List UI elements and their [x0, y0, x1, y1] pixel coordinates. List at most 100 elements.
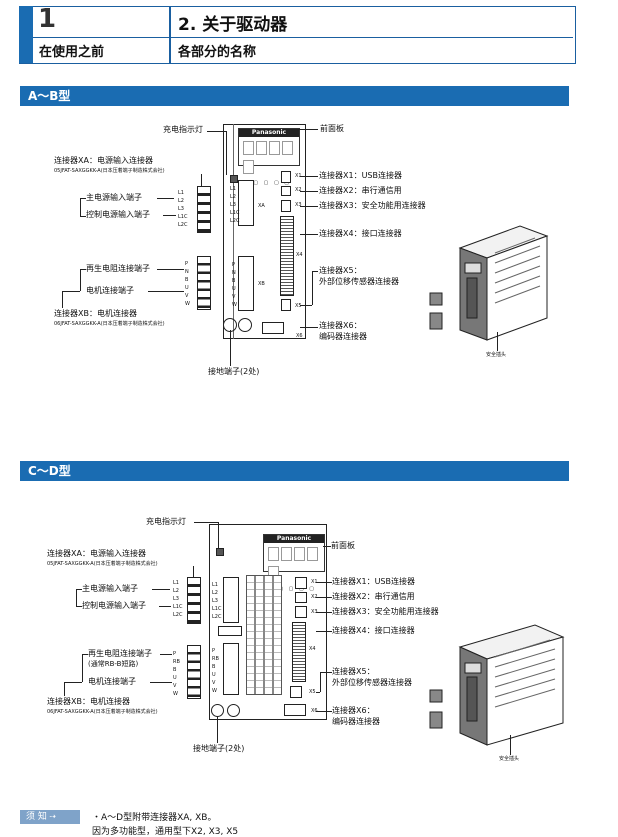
- xb-title-cd: 连接器XB：电机连接器: [47, 697, 130, 706]
- x2-label-cd: 连接器X2：串行通信用: [332, 592, 415, 601]
- xa-title-cd: 连接器XA：电源输入连接器: [47, 549, 146, 558]
- x3-label-cd: 连接器X3：安全功能用连接器: [332, 607, 439, 616]
- xa-title-ab: 连接器XA：电源输入连接器: [54, 156, 153, 165]
- connector-x2-cd: [295, 592, 307, 603]
- connector-xa-cd: [223, 577, 239, 623]
- x4-label-ab: 连接器X4：接口连接器: [319, 229, 402, 238]
- tag-xb: XB: [258, 281, 265, 287]
- xb-plug-ab: [197, 256, 211, 310]
- x5-label-a-ab: 连接器X5：: [319, 266, 362, 275]
- connector-x4-cd: [292, 622, 306, 682]
- chapter-accent: [19, 6, 33, 63]
- motor-label-ab: 电机连接端子: [86, 286, 134, 295]
- xa-plug-cd: [187, 577, 201, 624]
- tag-x5-cd: X5: [309, 689, 316, 695]
- tag-x3-ab: X3: [295, 202, 302, 208]
- main-power-label-cd: 主电源输入端子: [82, 584, 138, 593]
- xb-part-ab: 06JFAT-SAXGGKK-A(日本压着端子制造株式会社): [54, 321, 165, 327]
- regen-label-ab: 再生电阻连接端子: [86, 264, 150, 273]
- x6-label-a-ab: 连接器X6：: [319, 321, 362, 330]
- connector-x4-ab: [280, 216, 294, 296]
- x6-label-a-cd: 连接器X6：: [332, 706, 375, 715]
- connector-xa-ab: [238, 180, 254, 226]
- section-bar-cd: C～D型: [20, 461, 569, 481]
- section-title: 2. 关于驱动器: [178, 15, 288, 35]
- connector-x2-ab: [281, 186, 291, 196]
- xa-plug-ab: [197, 186, 211, 233]
- front-panel-cd: Panasonic ▢ ▢ ▢ ▢ ▢: [263, 534, 325, 592]
- x6-label-b-cd: 编码器连接器: [332, 717, 380, 726]
- xb-plug-cd: [187, 645, 201, 699]
- regen-note-cd: (通常RB-B短路): [88, 660, 139, 668]
- x5-label-b-cd: 外部位移传感器连接器: [332, 678, 412, 687]
- xa-part-ab: 05JFAT-SAXGGKK-A(日本压着端子制造株式会社): [54, 168, 165, 174]
- front-panel-ab: Panasonic ▢ ▢ ▢ ▢ ▢: [238, 128, 300, 186]
- control-power-label-cd: 控制电源输入端子: [82, 601, 146, 610]
- section-box: [169, 6, 576, 64]
- tag-xa: XA: [258, 203, 265, 209]
- tag-x1-cd: X1: [311, 579, 318, 585]
- tag-x3-cd: X3: [311, 609, 318, 615]
- tag-x5-ab: X5: [295, 303, 302, 309]
- x5-label-b-ab: 外部位移传感器连接器: [319, 277, 399, 286]
- tag-x6-ab: X6: [296, 333, 303, 339]
- section-bar-ab: A～B型: [20, 86, 569, 106]
- ground-terminal-ab-2: [238, 318, 252, 332]
- tag-x4-ab: X4: [296, 252, 303, 258]
- connector-x1-cd: [295, 577, 307, 589]
- x1-label-ab: 连接器X1：USB连接器: [319, 171, 402, 180]
- tag-x6-cd: X6: [311, 708, 318, 714]
- charge-lamp-label-ab: 充电指示灯: [163, 125, 203, 134]
- x5-label-a-cd: 连接器X5：: [332, 667, 375, 676]
- connector-x5-ab: [281, 299, 291, 311]
- tag-x4-cd: X4: [309, 646, 316, 652]
- x4-label-cd: 连接器X4：接口连接器: [332, 626, 415, 635]
- connector-x6-ab: [262, 322, 284, 334]
- ground-label-ab: 接地端子(2处): [208, 367, 260, 376]
- note-line-2: 因为多功能型，通用型下X2, X3, X5: [92, 827, 239, 837]
- brand-logo-cd: Panasonic: [264, 535, 324, 543]
- regen-label-cd: 再生电阻连接端子: [88, 649, 152, 658]
- chapter-number: 1: [38, 4, 57, 34]
- connector-xb-cd: [223, 643, 239, 695]
- tag-x2-cd: X2: [311, 594, 318, 600]
- chapter-title: 在使用之前: [39, 45, 105, 60]
- safety-plug-label-ab: 安全插头: [486, 352, 507, 358]
- xb-title-ab: 连接器XB：电机连接器: [54, 309, 137, 318]
- brand-logo: Panasonic: [239, 129, 299, 137]
- control-power-label-ab: 控制电源输入端子: [86, 210, 150, 219]
- connector-x3-ab: [281, 200, 291, 212]
- driver-ab-screw: [230, 124, 234, 339]
- x1-label-cd: 连接器X1：USB连接器: [332, 577, 415, 586]
- vent-grid-cd: [246, 575, 282, 695]
- arrow-icon: ⇢: [46, 812, 57, 821]
- note-badge: 须 知 ⇢: [20, 810, 80, 824]
- charge-lamp-ab: [230, 175, 238, 183]
- tag-x2-ab: X2: [295, 187, 302, 193]
- x3-label-ab: 连接器X3：安全功能用连接器: [319, 201, 426, 210]
- xa-mid-block-cd: [218, 626, 242, 636]
- xa-part-cd: 05JFAT-SAXGGKK-A(日本压着端子制造株式会社): [47, 561, 158, 567]
- connector-x6-cd: [284, 704, 306, 716]
- ground-label-cd: 接地端子(2处): [193, 744, 245, 753]
- connector-x1-ab: [281, 171, 291, 183]
- x6-label-b-ab: 编码器连接器: [319, 332, 367, 341]
- note-line-1: ・A～D型附带连接器XA, XB。: [92, 813, 217, 823]
- motor-label-cd: 电机连接端子: [88, 677, 136, 686]
- front-panel-label-ab: 前面板: [320, 124, 344, 133]
- ground-terminal-cd-2: [227, 704, 240, 717]
- xb-part-cd: 06JFAT-SAXGGKK-A(日本压着端子制造株式会社): [47, 709, 158, 715]
- charge-lamp-cd: [216, 548, 224, 556]
- connector-x5-cd: [290, 686, 302, 698]
- connector-xb-ab: [238, 256, 254, 311]
- section-subtitle: 各部分的名称: [178, 45, 257, 60]
- header-divider: [33, 37, 573, 38]
- driver-3d-cd: [429, 624, 565, 746]
